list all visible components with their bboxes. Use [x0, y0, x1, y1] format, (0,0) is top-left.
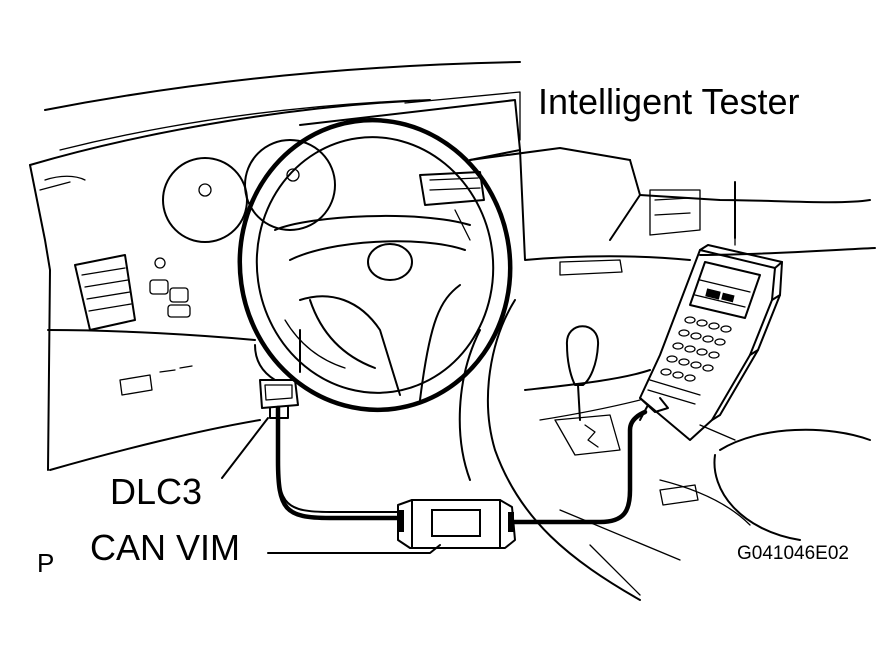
p-marker-label: P [37, 548, 55, 578]
connection-cables [275, 405, 648, 525]
intelligent-tester-device [639, 244, 783, 441]
intelligent-tester-label: Intelligent Tester [538, 81, 800, 122]
figure-code-label: G041046E02 [737, 543, 849, 564]
steering-wheel [237, 117, 513, 413]
leader-lines [221, 181, 736, 554]
can-vim-label: CAN VIM [90, 527, 241, 568]
dashboard-outline [29, 61, 876, 471]
dlc3-connector [259, 379, 299, 419]
center-console [458, 299, 871, 601]
can-vim-module [397, 499, 516, 549]
dlc3-label: DLC3 [110, 471, 203, 512]
